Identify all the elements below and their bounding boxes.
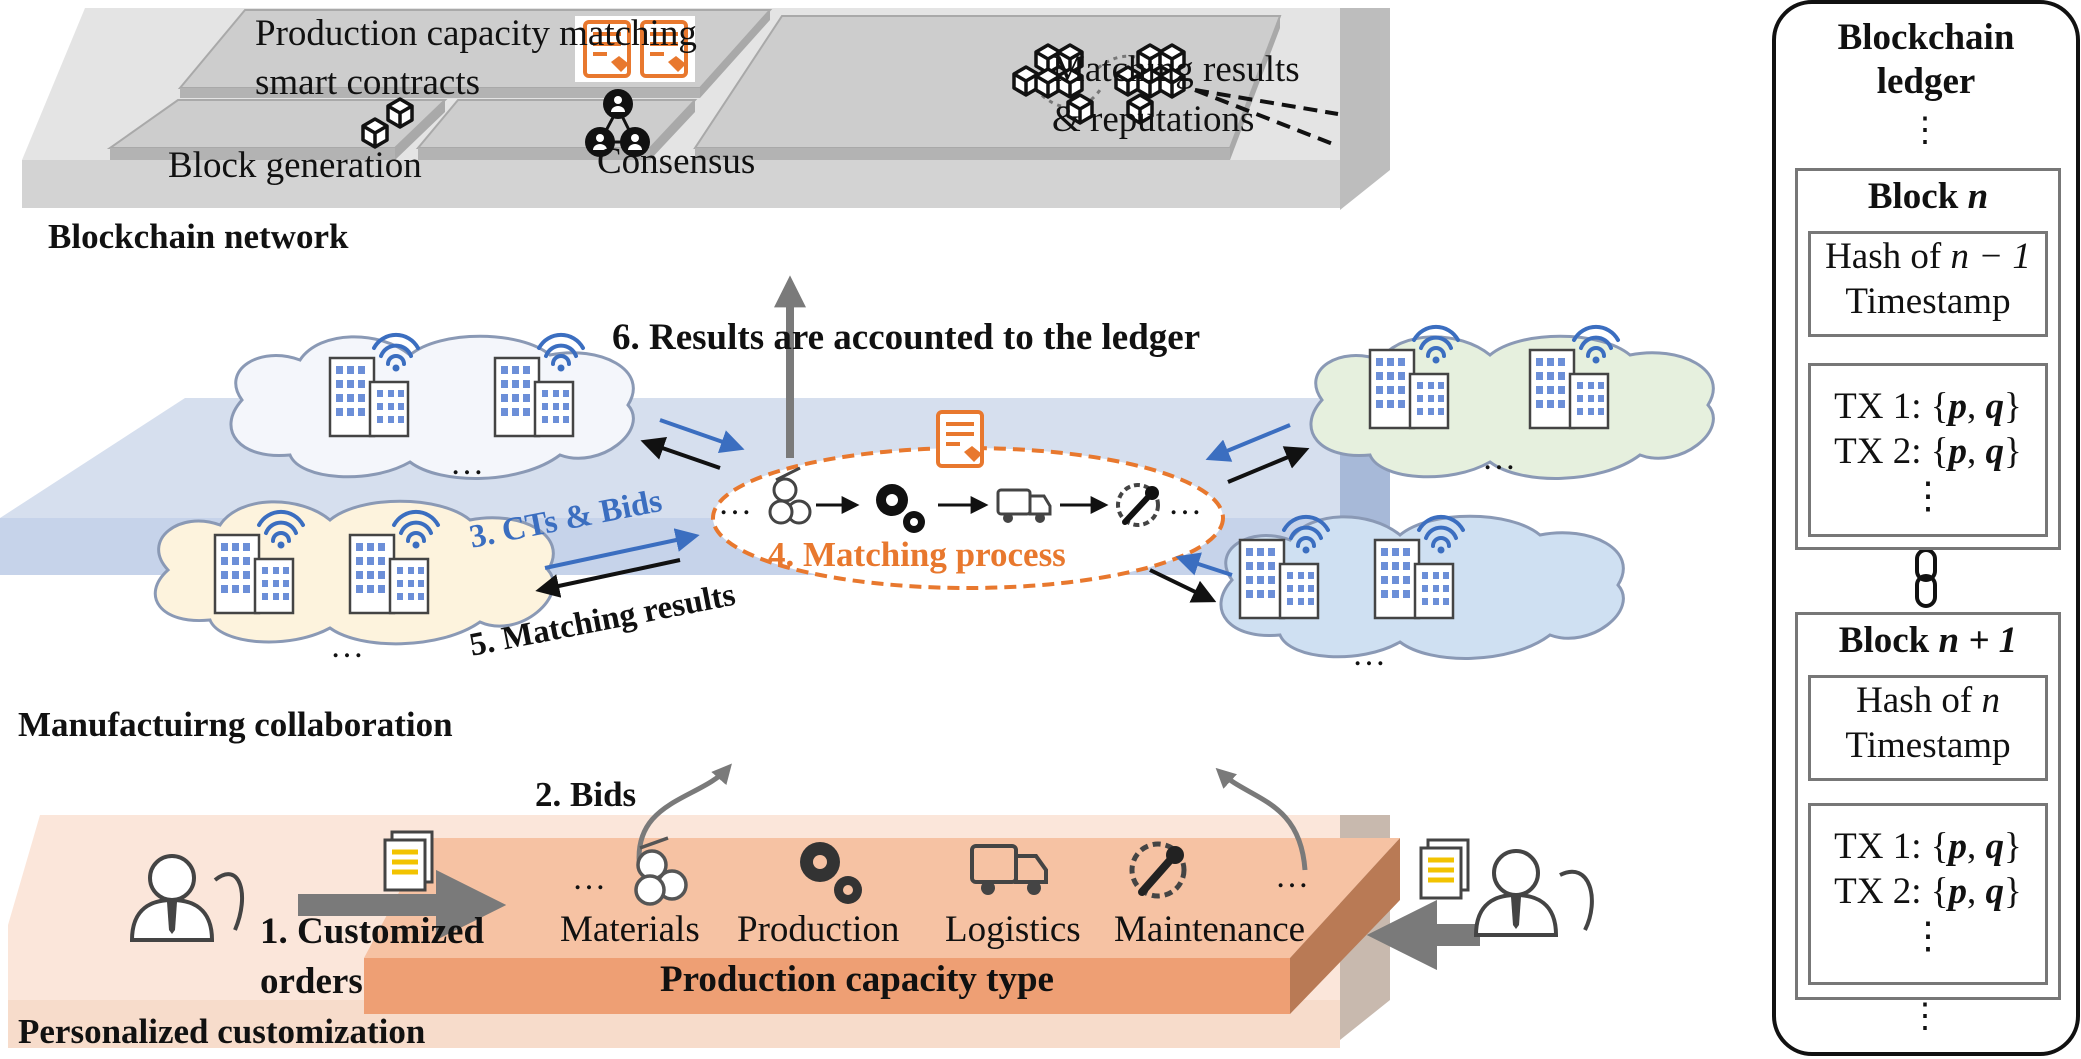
ellipsis-text: …	[330, 628, 366, 665]
block-n-hash: Hash of n − 1	[1825, 236, 2031, 277]
capacity-slab-side	[1290, 838, 1400, 1014]
ellipsis-text: …	[1168, 485, 1204, 522]
order-doc-icon	[383, 830, 434, 892]
order-doc-icon	[1419, 838, 1470, 900]
production-gears-icon	[876, 484, 925, 533]
production-icon	[800, 842, 862, 904]
capacity-type-materials: Materials	[560, 909, 700, 950]
block-n-plus-1-tx1: TX 1: {p, q}	[1834, 826, 2022, 867]
step1-label-line2: orders	[260, 961, 363, 1002]
block-n-plus-1-timestamp: Timestamp	[1845, 725, 2011, 767]
logistics-icon	[970, 844, 1048, 895]
capacity-type-title: Production capacity type	[660, 959, 1054, 1000]
smart-contracts-label-line2: smart contracts	[255, 62, 480, 103]
materials-logs-icon	[768, 466, 812, 525]
customer-icon	[1474, 849, 1558, 937]
capacity-type-logistics: Logistics	[945, 909, 1081, 950]
consensus-label: Consensus	[597, 141, 756, 182]
step6-label: 6. Results are accounted to the ledger	[612, 317, 1201, 358]
ellipsis-text: …	[1352, 636, 1388, 673]
block-n-title: Block n	[1867, 176, 1989, 217]
block-n-plus-1: Block n + 1 Hash of n Timestamp TX 1: {p…	[1795, 612, 2061, 1000]
blockchain-cubes-icon	[1012, 43, 1186, 125]
block-n-plus-1-tx2: TX 2: {p, q}	[1834, 871, 2022, 913]
step2-label: 2. Bids	[535, 775, 637, 814]
layer-title-personalized-customization: Personalized customization	[18, 1012, 426, 1051]
cube-icon	[361, 117, 389, 149]
layer-title-manufacturing-collaboration: Manufactuirng collaboration	[18, 705, 453, 744]
ledger-title-line1: Blockchain	[1837, 17, 2015, 58]
tx-vertical-ellipsis: ⋮	[1909, 916, 1947, 958]
ledger-bottom-ellipsis: ⋮	[1908, 998, 1944, 1035]
matching-results-label-line1: Matching results	[1052, 49, 1300, 90]
capacity-slab-top	[364, 838, 1400, 958]
matching-results-label-line2: & reputations	[1052, 99, 1255, 140]
ledger-title: Blockchain ledger	[1790, 16, 2062, 105]
consensus-icon	[585, 89, 650, 157]
maintenance-wrench-icon	[1116, 483, 1160, 527]
block-n-transactions: TX 1: {p, q} TX 2: {p, q} ⋮	[1808, 363, 2048, 537]
capacity-type-maintenance: Maintenance	[1114, 909, 1306, 950]
ellipsis-text: …	[572, 860, 608, 897]
ellipsis-text: …	[450, 445, 486, 482]
block-generation-label: Block generation	[168, 145, 422, 186]
contract-doc-icon	[936, 410, 984, 468]
block-n-plus-1-header: Hash of n Timestamp	[1808, 675, 2048, 781]
blockchain-layer-side	[1340, 8, 1390, 210]
block-n-timestamp: Timestamp	[1845, 281, 2011, 323]
logistics-truck-icon	[996, 488, 1052, 523]
blockchain-layer-front	[22, 160, 1340, 208]
block-n-tx1: TX 1: {p, q}	[1834, 386, 2022, 427]
block-n-tx2: TX 2: {p, q}	[1834, 431, 2022, 473]
block-n-plus-1-hash: Hash of n	[1856, 680, 2000, 721]
ellipsis-text: …	[1275, 858, 1311, 895]
block-n: Block n Hash of n − 1 Timestamp TX 1: {p…	[1795, 168, 2061, 550]
ellipsis-text: …	[718, 485, 754, 522]
block-n-plus-1-title: Block n + 1	[1838, 620, 2018, 661]
tx-vertical-ellipsis: ⋮	[1909, 476, 1947, 518]
materials-icon	[634, 836, 688, 906]
ledger-vertical-ellipsis: ⋮	[1908, 112, 1944, 149]
block-n-header: Hash of n − 1 Timestamp	[1808, 231, 2048, 337]
chain-link-icon	[1915, 548, 1937, 608]
step4-label: 4. Matching process	[768, 535, 1066, 574]
capacity-slab-front	[364, 958, 1290, 1014]
step1-label-line1: 1. Customized	[260, 911, 485, 952]
capacity-type-production: Production	[737, 909, 900, 950]
smart-contracts-label-line1: Production capacity matching	[255, 13, 697, 54]
block-n-plus-1-transactions: TX 1: {p, q} TX 2: {p, q} ⋮	[1808, 803, 2048, 985]
layer-title-blockchain-network: Blockchain network	[48, 217, 349, 256]
ellipsis-text: …	[1482, 440, 1518, 477]
maintenance-icon	[1129, 841, 1187, 899]
ledger-title-line2: ledger	[1876, 61, 1976, 103]
